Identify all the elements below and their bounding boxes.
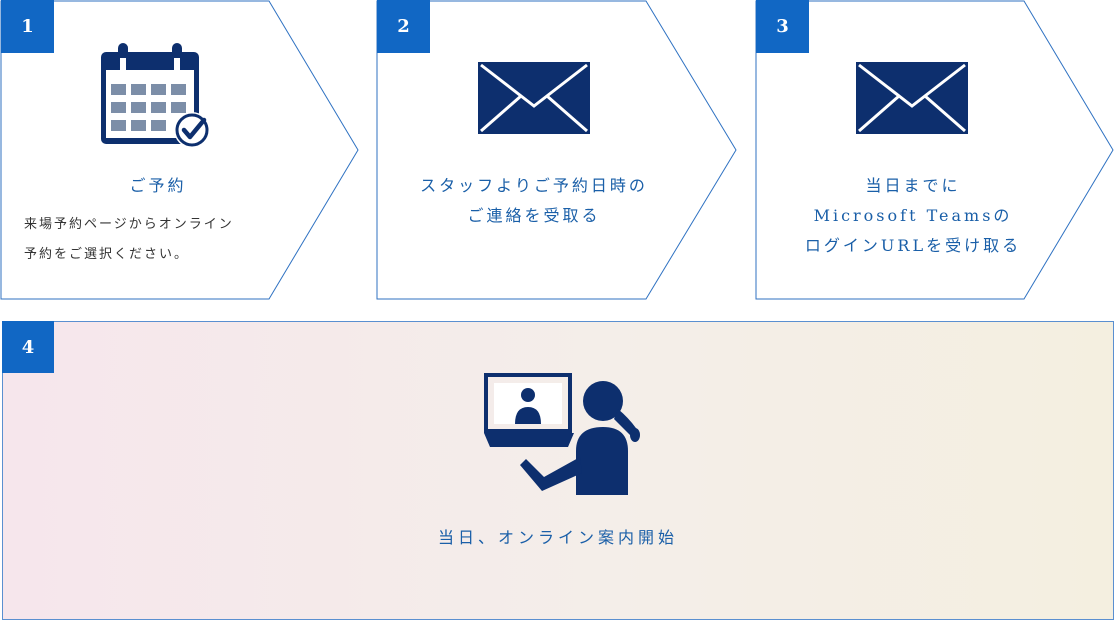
step-3: 3 当日までに Microsoft Teamsの ログインURLを受け取る <box>756 0 1115 300</box>
step-arrow-outlines <box>0 0 1114 300</box>
step-title-line: ログインURLを受け取る <box>804 236 1022 255</box>
step-description-line: 来場予約ページからオンライン <box>24 217 234 232</box>
calendar-check-icon <box>101 43 210 148</box>
envelope-icon <box>856 62 968 134</box>
step-2-arrow-shape <box>376 0 737 300</box>
step-number-badge: 4 <box>2 321 54 373</box>
step-title-line: 当日までに <box>865 176 961 195</box>
step-title: 当日までに Microsoft Teamsの ログインURLを受け取る <box>756 171 1070 261</box>
step-title: スタッフよりご予約日時の ご連絡を受取る <box>377 171 691 231</box>
step-4: 4 当日、オンライン案内開始 <box>2 321 1114 620</box>
step-2: 2 スタッフよりご予約日時の ご連絡を受取る <box>377 0 737 300</box>
step-title-line: スタッフよりご予約日時の <box>420 176 648 195</box>
step-number-badge: 3 <box>756 0 809 53</box>
step-title: ご予約 <box>129 176 187 195</box>
step-description: 来場予約ページからオンライン 予約をご選択ください。 <box>24 210 234 270</box>
step-title-line: ご連絡を受取る <box>467 206 601 225</box>
step-number-badge: 2 <box>377 0 430 53</box>
step-title: 当日、オンライン案内開始 <box>437 528 678 547</box>
video-call-person-icon <box>484 373 640 495</box>
step-3-arrow-shape <box>755 0 1114 300</box>
step-number-badge: 1 <box>1 0 54 53</box>
step-1-arrow-shape <box>0 0 359 300</box>
step-description-line: 予約をご選択ください。 <box>24 247 190 262</box>
envelope-icon <box>478 62 590 134</box>
step-title-line: Microsoft Teamsの <box>813 206 1013 225</box>
step-1: 1 <box>1 0 361 300</box>
